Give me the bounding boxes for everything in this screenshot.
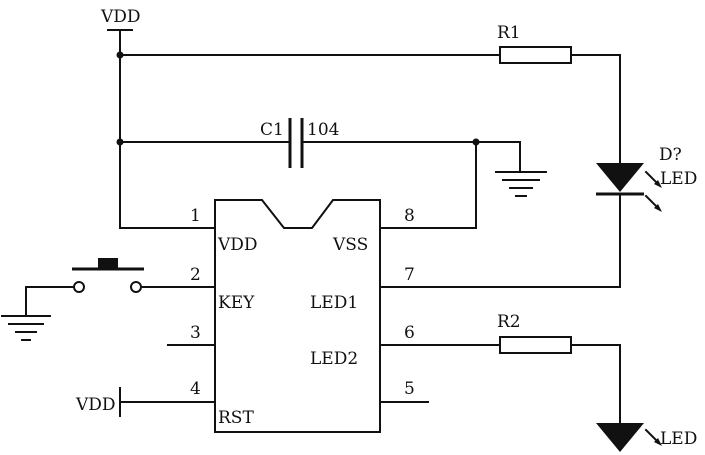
pin-number: 3 — [190, 323, 201, 343]
led1-ref-label: D? — [659, 145, 682, 165]
pin-number: 2 — [190, 265, 201, 285]
ic-body — [214, 199, 381, 433]
r1-label: R1 — [497, 23, 521, 43]
pin-name: RST — [218, 408, 254, 428]
led-d2 — [596, 423, 662, 452]
pin-number: 4 — [190, 379, 201, 399]
r2-label: R2 — [497, 312, 521, 332]
led1-value-label: LED — [660, 169, 697, 189]
resistor-r1 — [499, 46, 572, 64]
resistor-r2 — [499, 336, 572, 354]
junction-dot — [116, 51, 124, 59]
capacitor-c1 — [288, 118, 304, 168]
pin-number: 1 — [190, 206, 201, 226]
push-button-switch — [72, 258, 144, 293]
c1-ref-label: C1 — [260, 120, 284, 140]
ground-symbol — [1, 286, 51, 341]
vdd-rst-label: VDD — [75, 395, 116, 415]
vdd-top-label: VDD — [100, 7, 141, 27]
pin-name: LED1 — [310, 293, 358, 313]
pin-name: KEY — [218, 293, 255, 313]
pin-number: 5 — [404, 379, 415, 399]
ground-symbol — [495, 141, 547, 197]
c1-value-label: 104 — [307, 120, 339, 140]
led-d1 — [596, 163, 662, 212]
pin-number: 8 — [404, 206, 415, 226]
vdd-supply-symbol: VDD — [100, 7, 141, 56]
pin-number: 6 — [404, 323, 415, 343]
led2-value-label: LED — [660, 429, 697, 449]
pin-name: VDD — [217, 235, 258, 255]
pin-name: VSS — [332, 235, 368, 255]
pin-name: LED2 — [310, 349, 358, 369]
pin-number: 7 — [404, 265, 415, 285]
